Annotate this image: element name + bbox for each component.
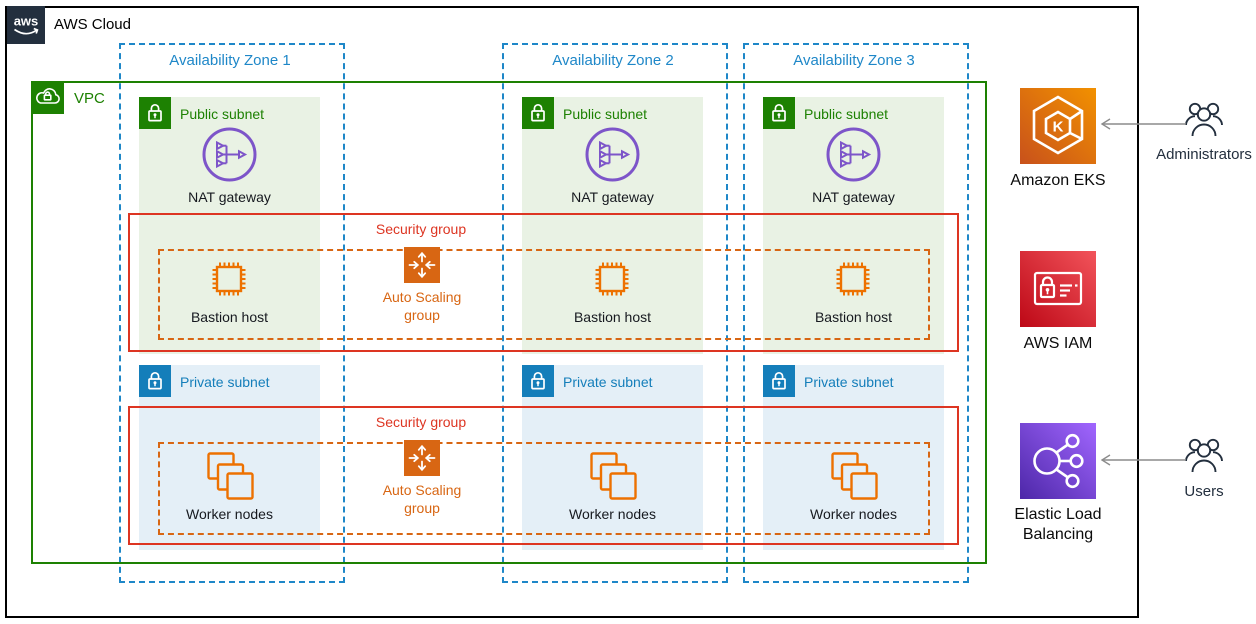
private-subnet-label: Private subnet: [804, 374, 894, 390]
users-icon: [1183, 436, 1225, 474]
auto-scaling-group-public-label: Auto Scaling group: [382, 289, 462, 323]
availability-zone-1-label: Availability Zone 1: [169, 52, 291, 69]
bastion-host-icon: [830, 256, 876, 302]
public-subnet-az1: [139, 97, 320, 354]
aws-logo-icon: aws: [7, 6, 45, 44]
worker-nodes-icon: [207, 452, 254, 500]
worker-nodes-icon: [831, 452, 878, 500]
aws-cloud-title: AWS Cloud: [54, 16, 131, 33]
auto-scaling-icon-private: [404, 440, 440, 476]
auto-scaling-group-public: [158, 249, 930, 340]
auto-scaling-group-private: [158, 442, 930, 535]
arrow-administrators-to-eks: [1096, 116, 1188, 132]
nat-gateway-icon: [584, 126, 641, 183]
nat-gateway-icon: [825, 126, 882, 183]
availability-zone-3: [743, 43, 969, 583]
availability-zone-2: [502, 43, 728, 583]
auto-scaling-icon-public: [404, 247, 440, 283]
security-group-private-label: Security group: [375, 414, 467, 430]
users-label: Users: [1184, 483, 1224, 500]
public-subnet-lock-icon: [763, 97, 795, 129]
nat-gateway-label: NAT gateway: [812, 189, 895, 205]
worker-nodes-label: Worker nodes: [810, 506, 897, 522]
eks-letter: K: [1053, 119, 1064, 136]
security-group-public-label: Security group: [375, 221, 467, 237]
nat-gateway-label: NAT gateway: [571, 189, 654, 205]
vpc-label: VPC: [74, 90, 105, 107]
iam-icon: [1020, 251, 1096, 327]
nat-gateway-label: NAT gateway: [188, 189, 271, 205]
public-subnet-az3: [763, 97, 944, 354]
public-subnet-label: Public subnet: [180, 106, 265, 122]
private-subnet-label: Private subnet: [563, 374, 653, 390]
vpc-icon: [31, 81, 64, 114]
private-subnet-lock-icon: [522, 365, 554, 397]
eks-icon: K: [1020, 88, 1096, 164]
elb-label: Elastic Load Balancing: [1014, 506, 1102, 544]
aws-cloud-box: [5, 6, 1139, 618]
availability-zone-2-label: Availability Zone 2: [552, 52, 674, 69]
bastion-host-label: Bastion host: [190, 309, 269, 325]
private-subnet-label: Private subnet: [180, 374, 270, 390]
availability-zone-3-label: Availability Zone 3: [793, 52, 915, 69]
administrators-icon: [1183, 100, 1225, 138]
public-subnet-label: Public subnet: [804, 106, 889, 122]
availability-zone-1: [119, 43, 345, 583]
auto-scaling-group-private-label: Auto Scaling group: [382, 482, 462, 516]
elb-icon: [1020, 423, 1096, 499]
worker-nodes-label: Worker nodes: [569, 506, 656, 522]
public-subnet-lock-icon: [522, 97, 554, 129]
bastion-host-label: Bastion host: [573, 309, 652, 325]
public-subnet-lock-icon: [139, 97, 171, 129]
nat-gateway-icon: [201, 126, 258, 183]
worker-nodes-icon: [590, 452, 637, 500]
administrators-label: Administrators: [1156, 146, 1252, 163]
security-group-public: [128, 213, 959, 352]
bastion-host-label: Bastion host: [814, 309, 893, 325]
arrow-users-to-elb: [1096, 452, 1188, 468]
iam-label: AWS IAM: [1023, 335, 1093, 352]
public-subnet-az2: [522, 97, 703, 354]
public-subnet-label: Public subnet: [563, 106, 648, 122]
vpc-box: [31, 81, 987, 564]
private-subnet-lock-icon: [139, 365, 171, 397]
aws-logo-text: aws: [14, 14, 39, 29]
worker-nodes-label: Worker nodes: [186, 506, 273, 522]
private-subnet-lock-icon: [763, 365, 795, 397]
bastion-host-icon: [589, 256, 635, 302]
bastion-host-icon: [206, 256, 252, 302]
security-group-private: [128, 406, 959, 545]
eks-label: Amazon EKS: [1010, 172, 1106, 189]
